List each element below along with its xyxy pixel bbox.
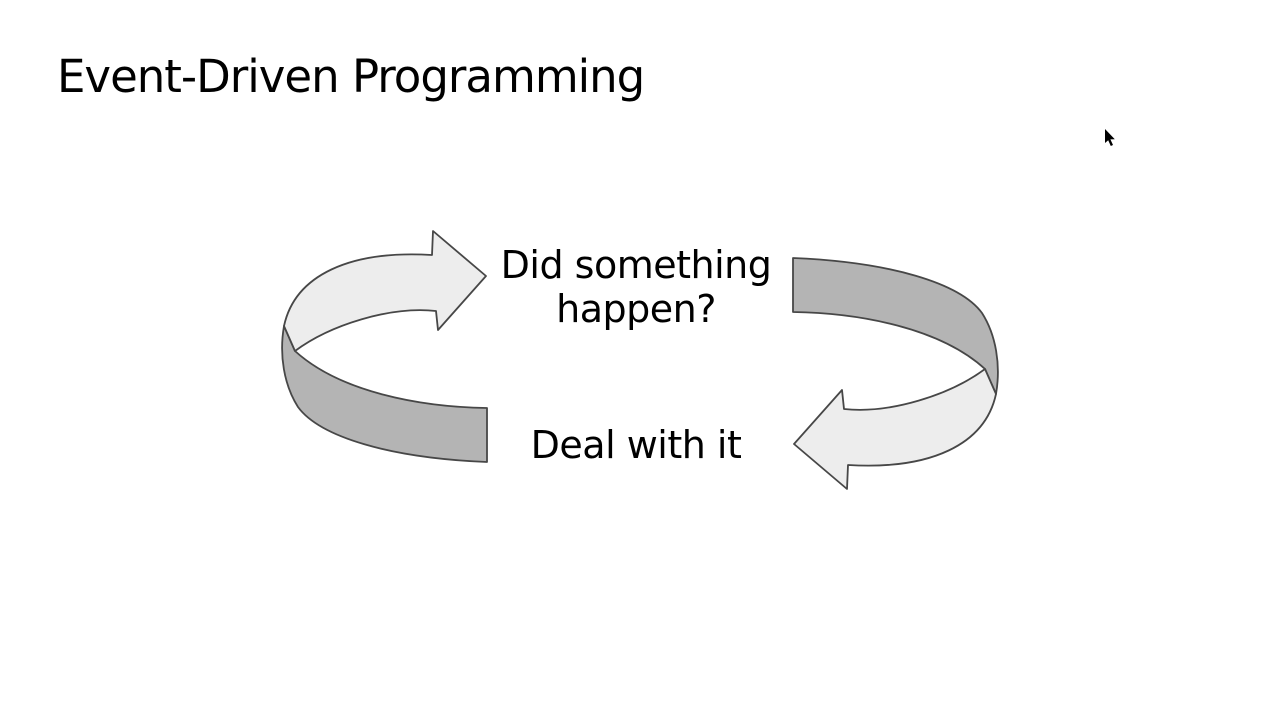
label-top-line2: happen? [556, 287, 716, 331]
label-did-something-happen: Did something happen? [436, 243, 836, 331]
curved-arrow-left-icon [792, 257, 999, 490]
curved-arrow-right-icon [281, 230, 488, 463]
curved-arrow-right-underside [281, 325, 488, 463]
slide-title: Event-Driven Programming [57, 50, 645, 103]
mouse-pointer-shape [1105, 129, 1115, 146]
mouse-pointer-icon [1105, 129, 1115, 146]
curved-arrow-right-face [283, 230, 487, 352]
label-top-line1: Did something [500, 243, 772, 287]
curved-arrow-left-underside [792, 257, 999, 395]
curved-arrow-left-face [793, 368, 997, 490]
label-deal-with-it: Deal with it [530, 423, 742, 467]
